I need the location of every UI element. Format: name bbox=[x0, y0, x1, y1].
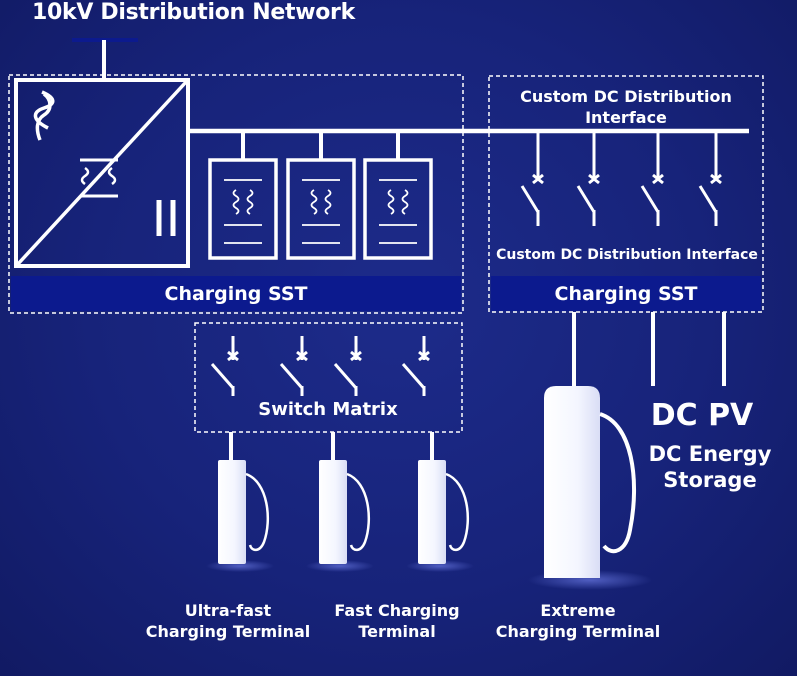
sst-module-1 bbox=[208, 131, 278, 260]
right-inner-interface-label: Custom DC Distribution Interface bbox=[496, 247, 758, 263]
sst-module-3 bbox=[363, 131, 433, 260]
terminal-label-fast: Fast Charging Terminal bbox=[334, 600, 459, 642]
fast-charger-icon bbox=[306, 460, 374, 572]
terminal-label-line2: Terminal bbox=[358, 622, 436, 641]
right-sst-banner: Charging SST bbox=[491, 276, 761, 311]
left-sst-banner: Charging SST bbox=[11, 276, 461, 311]
dc-pv-label: DC PV bbox=[650, 398, 754, 433]
left-sst-dashed-box bbox=[8, 74, 464, 314]
extreme-charger-icon bbox=[528, 386, 652, 590]
terminal-label-line1: Ultra-fast bbox=[184, 601, 272, 620]
dc-energy-storage-line2: Storage bbox=[663, 468, 757, 492]
right-top-interface-label-line1: Custom DC Distribution bbox=[520, 87, 732, 106]
switch-matrix-dashed-box bbox=[194, 322, 463, 433]
right-top-interface-label-line2: Interface bbox=[585, 108, 667, 127]
dc-energy-storage-label: DC Energy Storage bbox=[649, 441, 772, 493]
right-top-interface-label: Custom DC Distribution Interface bbox=[520, 86, 732, 128]
terminal-label-line1: Fast Charging bbox=[334, 601, 460, 620]
switch-matrix-switches bbox=[210, 336, 430, 396]
terminal-label-line2: Charging Terminal bbox=[495, 622, 661, 641]
standard-charger-icon bbox=[406, 460, 474, 572]
terminal-label-extreme: Extreme Charging Terminal bbox=[496, 600, 661, 642]
switch-matrix-label: Switch Matrix bbox=[258, 399, 398, 420]
page-title: 10kV Distribution Network bbox=[32, 0, 355, 25]
terminal-label-ultra-fast: Ultra-fast Charging Terminal bbox=[146, 600, 311, 642]
main-transformer-symbol bbox=[14, 78, 190, 268]
terminal-feeds bbox=[229, 312, 726, 460]
dc-breakers bbox=[520, 131, 722, 226]
dc-energy-storage-line1: DC Energy bbox=[648, 442, 772, 466]
terminal-label-line1: Extreme bbox=[540, 601, 616, 620]
right-sst-dashed-box bbox=[488, 75, 764, 313]
terminal-label-line2: Charging Terminal bbox=[145, 622, 311, 641]
ultra-fast-charger-icon bbox=[206, 460, 274, 572]
sst-module-2 bbox=[286, 131, 356, 260]
distribution-feeder bbox=[72, 38, 138, 78]
